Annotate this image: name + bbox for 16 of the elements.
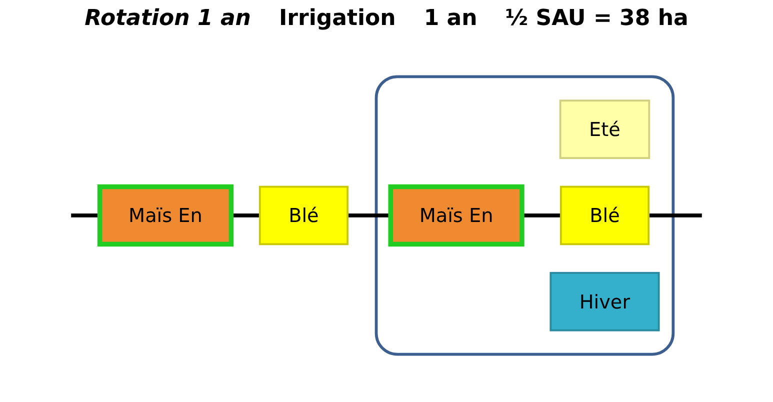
area-note: ½ SAU = 38 ha: [505, 6, 688, 31]
rotation-heading: Rotation 1 an: [84, 6, 251, 31]
node-box: [97, 184, 234, 247]
cluster: [374, 75, 675, 356]
connector: [231, 214, 260, 218]
node-box: [388, 184, 524, 247]
node-box: [559, 100, 650, 160]
rotation-diagram: Maïs En Blé Eté Maïs En Blé Hiver: [6, 69, 767, 362]
node-box: [560, 186, 650, 246]
node-box: [550, 272, 660, 332]
node-box: [258, 186, 348, 246]
connector: [522, 214, 561, 218]
duration-note: 1 an: [424, 6, 478, 31]
connector: [648, 214, 702, 218]
irrigation-note: Irrigation: [278, 6, 396, 31]
connector: [71, 214, 100, 218]
